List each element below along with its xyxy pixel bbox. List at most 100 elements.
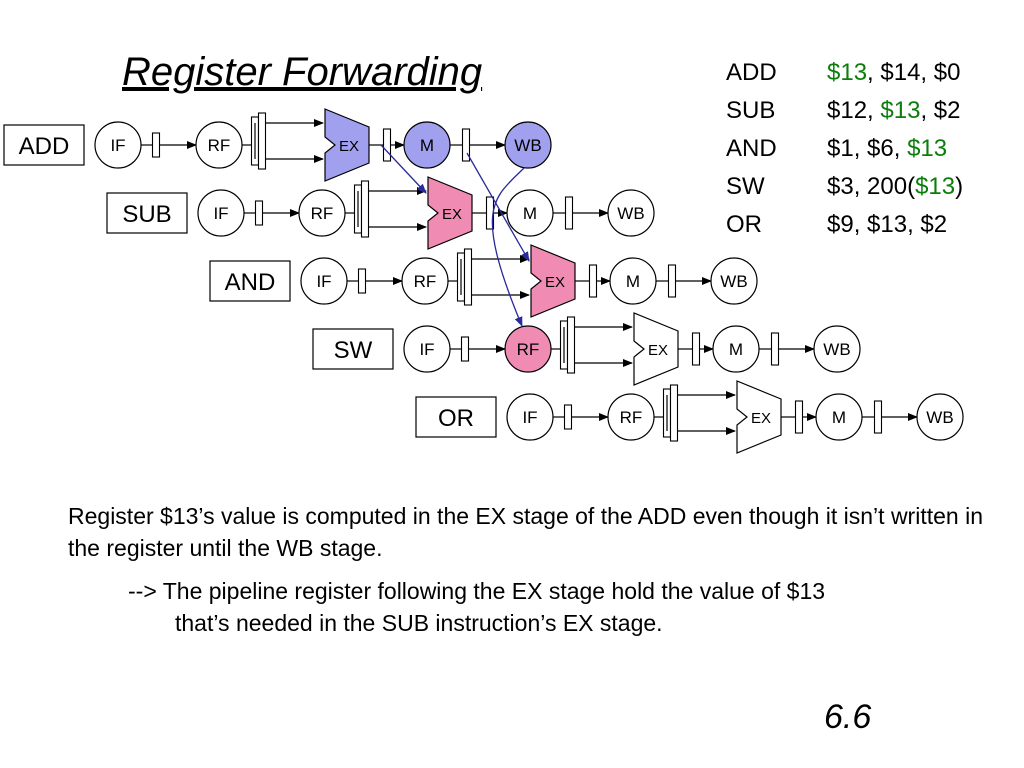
register-13-highlight: $13 [827, 59, 868, 86]
stage-label: IF [110, 136, 125, 155]
pipeline-register [463, 248, 473, 306]
code-operands: $9, $13, $2 [827, 206, 947, 244]
instruction-label-box [415, 396, 497, 438]
forwarding-arrow [491, 167, 525, 327]
stage-wb [504, 121, 552, 169]
instruction-label-box [106, 192, 188, 234]
pipeline-register [873, 400, 883, 434]
stage-label: M [626, 272, 640, 291]
instruction-label: ADD [19, 133, 70, 160]
pipeline-row-sw: SW IF RF EX M WB [312, 312, 861, 386]
instruction-label: AND [225, 269, 276, 296]
stage-ex-alu [324, 108, 370, 182]
operand-text: , $14, $0 [867, 59, 961, 86]
pipeline-register [667, 264, 677, 298]
note-line-1: --> The pipeline register following the … [128, 578, 826, 604]
stage-label: WB [823, 340, 850, 359]
stage-label: WB [720, 272, 747, 291]
stage-label: RF [208, 136, 231, 155]
stage-wb [710, 257, 758, 305]
code-operands: $3, 200($13) [827, 168, 963, 206]
pipeline-register [360, 180, 370, 238]
instruction-label: OR [438, 405, 474, 432]
stage-label: IF [419, 340, 434, 359]
forwarding-arrow [466, 152, 530, 262]
stage-wb [813, 325, 861, 373]
code-opcode: OR [726, 211, 762, 238]
stage-label: RF [620, 408, 643, 427]
pipeline-row-and: AND IF RF EX M WB [209, 244, 758, 318]
pipeline-register [588, 264, 598, 298]
stage-label: M [729, 340, 743, 359]
stage-ex-alu [427, 176, 473, 250]
pipeline-register [460, 336, 470, 362]
stage-wb [607, 189, 655, 237]
stage-label: IF [316, 272, 331, 291]
stage-ex-alu [736, 380, 782, 454]
pipeline-register [254, 200, 264, 226]
explanation-text: Register $13’s value is computed in the … [68, 503, 983, 561]
operand-text: ) [955, 173, 964, 200]
operand-text: , $2 [920, 97, 961, 124]
stage-label: EX [545, 274, 565, 291]
pipeline-register [357, 268, 367, 294]
code-opcode: AND [726, 135, 777, 162]
stage-label: EX [751, 410, 771, 427]
stage-label: RF [311, 204, 334, 223]
instruction-label: SUB [122, 201, 171, 228]
stage-label: M [420, 136, 434, 155]
stage-label: RF [517, 340, 540, 359]
code-opcode: SW [726, 173, 765, 200]
pipeline-row-or: OR IF RF EX M WB [415, 380, 964, 454]
pipeline-register [563, 404, 573, 430]
code-operands: $12, $13, $2 [827, 92, 960, 130]
pipeline-register [691, 332, 701, 366]
stage-label: EX [442, 206, 462, 223]
register-13-highlight: $13 [880, 97, 921, 124]
pipeline-register [770, 332, 780, 366]
pipeline-register [151, 132, 161, 158]
stage-label: IF [522, 408, 537, 427]
pipeline-row-sub: SUB IF RF EX M WB [106, 176, 655, 250]
code-operands: $13, $14, $0 [827, 54, 960, 92]
note-text: --> The pipeline register following the … [128, 575, 998, 639]
note-line-2: that’s needed in the SUB instruction’s E… [175, 610, 663, 636]
pipeline-register [669, 384, 679, 442]
stage-label: EX [648, 342, 668, 359]
stage-label: WB [926, 408, 953, 427]
stage-label: RF [414, 272, 437, 291]
instruction-label-box [209, 260, 291, 302]
pipeline-register [564, 196, 574, 230]
stage-label: M [523, 204, 537, 223]
instruction-label: SW [334, 337, 373, 364]
code-operands: $1, $6, $13 [827, 130, 947, 168]
stage-wb [916, 393, 964, 441]
code-opcode: SUB [726, 97, 776, 124]
pipeline-register [257, 112, 267, 170]
code-opcode: ADD [726, 59, 777, 86]
register-13-highlight: $13 [907, 135, 948, 162]
pipeline-register [382, 128, 392, 162]
operand-text: $9, $13, $2 [827, 211, 948, 238]
stage-label: EX [339, 138, 359, 155]
slide-title: Register Forwarding [122, 50, 483, 94]
stage-label: WB [617, 204, 644, 223]
code-line: SW $3, 200($13) [726, 168, 963, 206]
pipeline-register [566, 316, 576, 374]
pipeline-register [794, 400, 804, 434]
instruction-label-box [312, 328, 394, 370]
code-line: AND $1, $6, $13 [726, 130, 963, 168]
page-number: 6.6 [824, 698, 872, 736]
register-13-highlight: $13 [915, 173, 956, 200]
instruction-label-box [3, 124, 85, 166]
code-line: OR $9, $13, $2 [726, 206, 963, 244]
stage-label: M [832, 408, 846, 427]
code-line: ADD $13, $14, $0 [726, 54, 963, 92]
pipeline-diagram: ADD IF RF EX M WB SUB IF RF EX M WB AND IF RF EX M WB SW IF… [3, 108, 964, 454]
stage-ex-alu [633, 312, 679, 386]
pipeline-register [461, 128, 471, 162]
stage-label: IF [213, 204, 228, 223]
operand-text: $12, [827, 97, 881, 124]
